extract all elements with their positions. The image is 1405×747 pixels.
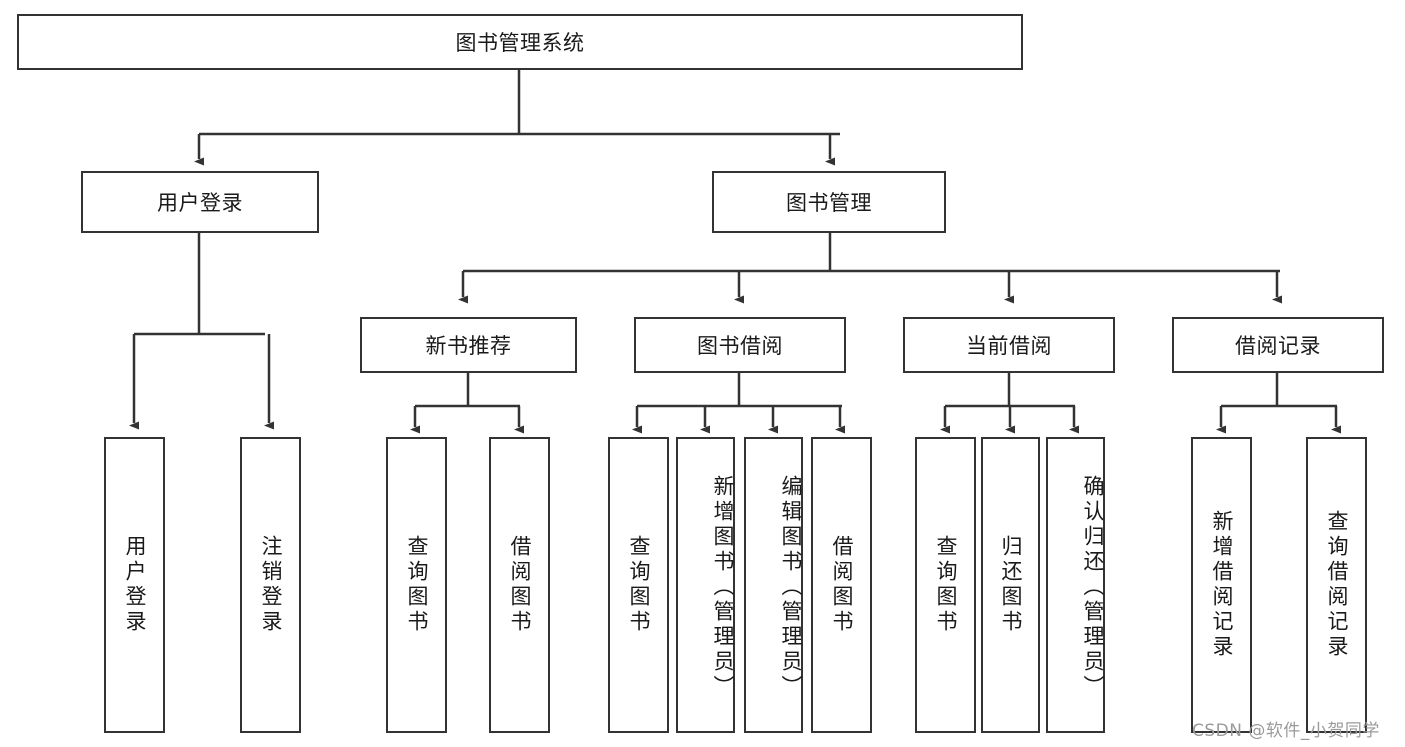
node-leaf-borrow-book-2[interactable]: 借阅图书 bbox=[811, 437, 872, 733]
node-leaf-borrow-book-1-label: 借阅图书 bbox=[508, 535, 532, 635]
node-borrow-record-label: 借阅记录 bbox=[1235, 334, 1321, 358]
csdn-watermark: CSDN @软件_小贺同学 bbox=[1192, 721, 1380, 741]
node-user-login-label: 用户登录 bbox=[157, 191, 243, 215]
node-leaf-edit-book-label: 编辑图书（管理员） bbox=[779, 474, 803, 700]
node-new-book-recommend-label: 新书推荐 bbox=[425, 334, 512, 358]
node-leaf-return-book[interactable]: 归还图书 bbox=[981, 437, 1040, 733]
node-borrow-record[interactable]: 借阅记录 bbox=[1172, 317, 1384, 373]
node-leaf-borrow-book-2-label: 借阅图书 bbox=[830, 535, 854, 635]
node-new-book-recommend[interactable]: 新书推荐 bbox=[360, 317, 577, 373]
node-leaf-user-login-label: 用户登录 bbox=[123, 535, 147, 635]
node-leaf-query-book-1-label: 查询图书 bbox=[405, 535, 429, 635]
node-root-system[interactable]: 图书管理系统 bbox=[17, 14, 1023, 70]
node-leaf-query-book-3[interactable]: 查询图书 bbox=[915, 437, 976, 733]
node-leaf-return-book-label: 归还图书 bbox=[999, 535, 1023, 635]
node-leaf-add-book-label: 新增图书（管理员） bbox=[711, 474, 735, 700]
node-leaf-logout[interactable]: 注销登录 bbox=[240, 437, 301, 733]
node-leaf-edit-book[interactable]: 编辑图书（管理员） bbox=[744, 437, 803, 733]
node-leaf-query-book-3-label: 查询图书 bbox=[934, 535, 958, 635]
node-user-login[interactable]: 用户登录 bbox=[81, 171, 319, 233]
node-current-borrow-label: 当前借阅 bbox=[966, 334, 1052, 358]
node-book-borrow-label: 图书借阅 bbox=[697, 334, 783, 358]
node-book-management-label: 图书管理 bbox=[786, 191, 872, 215]
node-leaf-confirm-return-label: 确认归还（管理员） bbox=[1081, 474, 1105, 700]
node-leaf-logout-label: 注销登录 bbox=[259, 535, 283, 635]
node-leaf-add-record[interactable]: 新增借阅记录 bbox=[1191, 437, 1252, 733]
node-book-management[interactable]: 图书管理 bbox=[712, 171, 946, 233]
node-leaf-query-book-2[interactable]: 查询图书 bbox=[608, 437, 669, 733]
node-leaf-query-book-2-label: 查询图书 bbox=[627, 535, 651, 635]
node-leaf-query-book-1[interactable]: 查询图书 bbox=[386, 437, 447, 733]
node-leaf-borrow-book-1[interactable]: 借阅图书 bbox=[489, 437, 550, 733]
node-leaf-query-record[interactable]: 查询借阅记录 bbox=[1306, 437, 1367, 733]
node-book-borrow[interactable]: 图书借阅 bbox=[634, 317, 846, 373]
node-leaf-query-record-label: 查询借阅记录 bbox=[1325, 510, 1349, 660]
node-leaf-confirm-return[interactable]: 确认归还（管理员） bbox=[1046, 437, 1105, 733]
node-leaf-add-book[interactable]: 新增图书（管理员） bbox=[676, 437, 735, 733]
node-root-system-label: 图书管理系统 bbox=[455, 31, 585, 55]
node-leaf-user-login[interactable]: 用户登录 bbox=[104, 437, 165, 733]
node-leaf-add-record-label: 新增借阅记录 bbox=[1210, 510, 1234, 660]
node-current-borrow[interactable]: 当前借阅 bbox=[903, 317, 1115, 373]
